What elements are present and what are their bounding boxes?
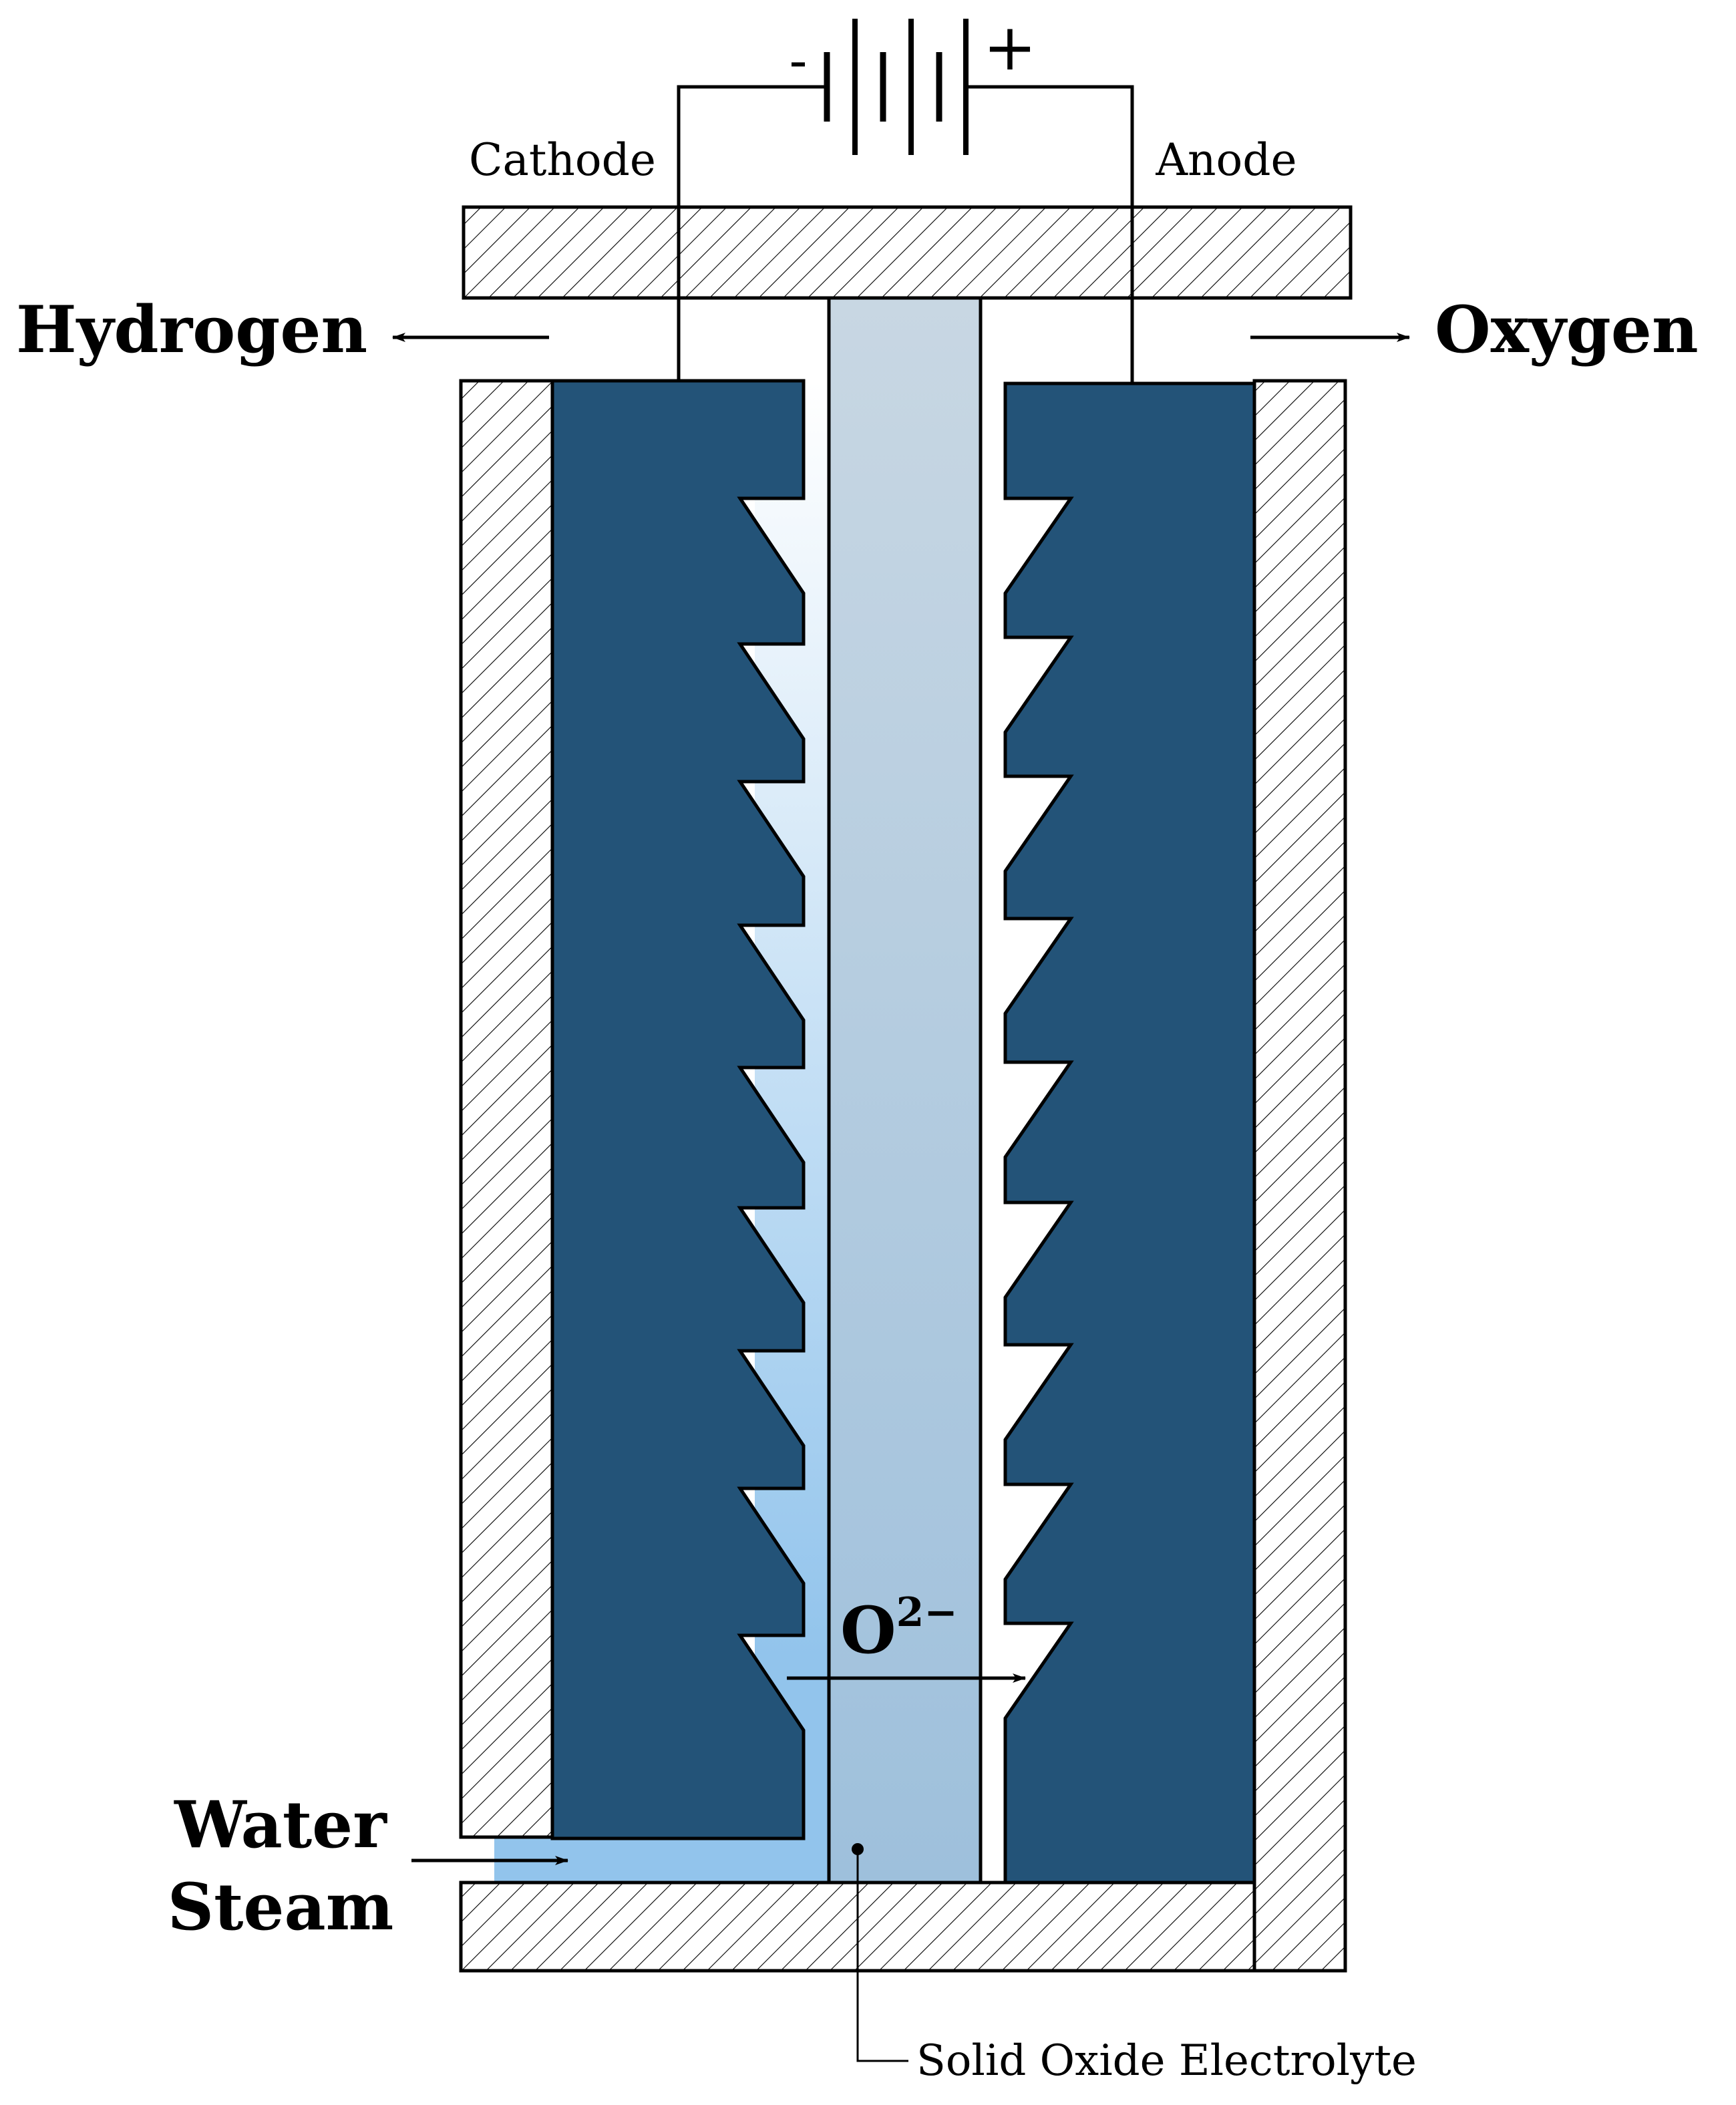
oxygen-label: Oxygen [1435,292,1699,367]
electrolyte-label: Solid Oxide Electrolyte [916,2036,1417,2086]
oxide-ion-label: O2− [840,1589,958,1668]
water-steam-label-line1: Water [174,1787,387,1863]
cathode-electrode [550,379,806,1840]
cathode-label: Cathode [469,134,656,186]
solid-oxide-electrolyte [827,296,983,1885]
hydrogen-label: Hydrogen [16,292,367,367]
water-steam-label-line2: Steam [168,1869,394,1945]
top-insulating-plate [462,205,1353,300]
right-insulating-wall [1252,379,1347,1973]
oxide-ion-charge: 2− [896,1589,958,1636]
cathode-wire [677,85,826,381]
electrolyte-leader-line [856,1849,908,2062]
anode-electrode [1003,381,1256,1885]
battery [824,19,969,155]
battery-positive-sign: + [983,10,1037,85]
battery-negative-sign: - [789,29,807,92]
anode-label: Anode [1155,134,1296,186]
left-insulating-wall [459,379,554,1839]
anode-wire [966,85,1134,383]
